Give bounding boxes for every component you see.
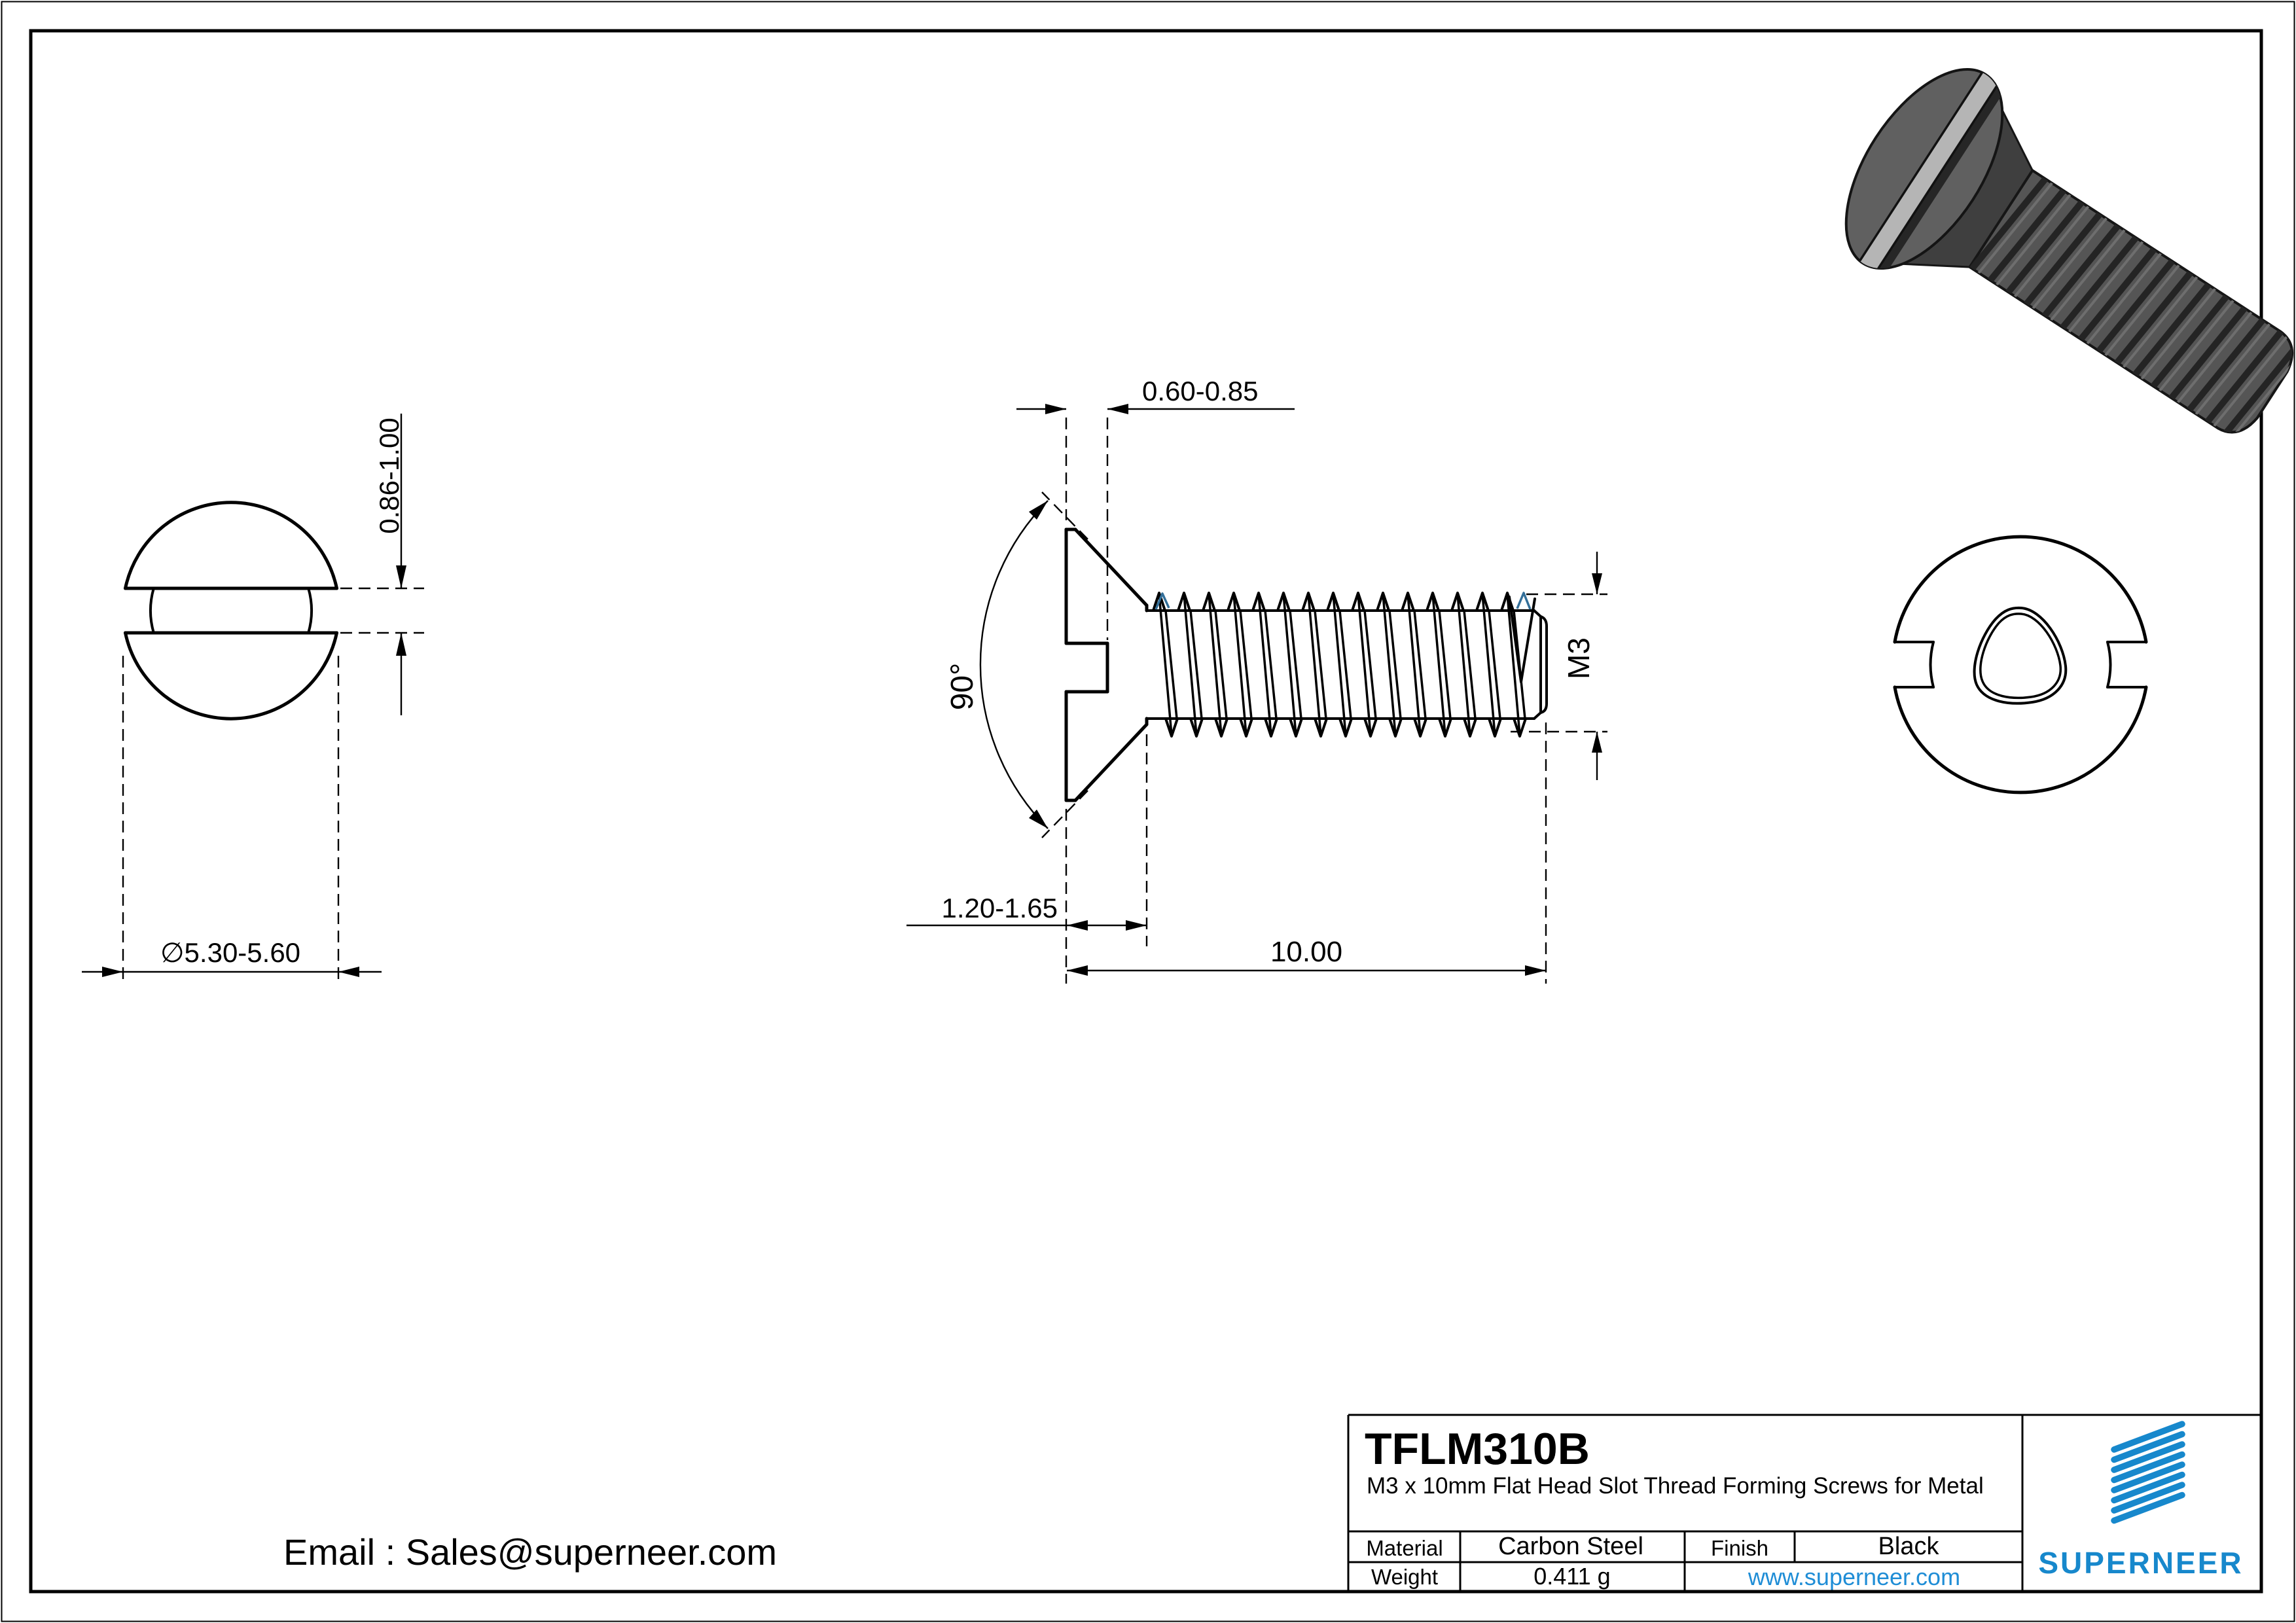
arrowhead <box>1525 965 1546 976</box>
screw-slot-3d <box>1856 67 2009 281</box>
material-value: Carbon Steel <box>1498 1533 1643 1560</box>
website-link[interactable]: www.superneer.com <box>1748 1563 1960 1590</box>
arrowhead <box>338 967 359 977</box>
arrowhead <box>1045 404 1066 414</box>
arrowhead <box>396 633 406 656</box>
dim-slot-width: 0.86-1.00 <box>374 418 404 533</box>
weight-value: 0.411 g <box>1534 1563 1610 1590</box>
arrowhead <box>1592 732 1602 753</box>
part-description: M3 x 10mm Flat Head Slot Thread Forming … <box>1367 1473 1984 1499</box>
sheet-inner-border <box>29 29 2263 1594</box>
screw-threads-3d <box>1969 175 2296 441</box>
end-view-slot-notches <box>1893 641 2147 688</box>
dim-head-height: 1.20-1.65 <box>942 893 1058 923</box>
dim-arc-angle <box>979 500 1049 829</box>
side-view-head-outline <box>1064 527 1149 802</box>
arrowhead <box>1592 573 1602 594</box>
product-photo-3d <box>1844 67 2296 441</box>
arrowhead <box>1029 810 1048 829</box>
title-block: TFLM310B M3 x 10mm Flat Head Slot Thread… <box>1347 1414 2261 1592</box>
arrowhead <box>396 565 406 588</box>
front-view-lower-dome <box>124 631 338 721</box>
weight-label: Weight <box>1371 1565 1438 1589</box>
title-block-grid <box>1347 1414 2261 1592</box>
ext-line-flank-lower <box>1041 790 1088 838</box>
end-view-trilobe-outer <box>1973 606 2068 705</box>
brand-name: SUPERNEER <box>2038 1546 2243 1580</box>
end-view-lower-dome <box>1893 685 2148 794</box>
dim-head-diameter: ∅5.30-5.60 <box>160 937 300 968</box>
thread-start-marks <box>1155 592 1532 610</box>
arrowhead <box>1029 501 1048 520</box>
end-view <box>1893 535 2148 794</box>
arrowhead <box>102 967 123 977</box>
part-number: TFLM310B <box>1365 1424 1590 1474</box>
brand-logo-icon <box>2111 1421 2185 1524</box>
end-view-upper-dome <box>1893 535 2148 644</box>
arrowhead <box>1107 404 1128 414</box>
finish-label: Finish <box>1711 1536 1768 1560</box>
end-view-trilobe-inner <box>1979 613 2062 700</box>
dim-slot-depth: 0.60-0.85 <box>1142 376 1258 406</box>
dim-thread-size: M3 <box>1562 637 1596 679</box>
material-label: Material <box>1366 1536 1443 1560</box>
side-view-threads <box>1152 592 1527 738</box>
front-view-inner-arc-left <box>149 587 155 634</box>
arrowhead <box>1067 920 1088 931</box>
side-view-shank <box>1145 596 1548 720</box>
front-view: 0.86-1.00 ∅5.30-5.60 <box>82 414 424 984</box>
front-view-inner-arc-right <box>307 587 313 634</box>
arrowhead <box>1067 965 1088 976</box>
finish-value: Black <box>1878 1533 1940 1560</box>
front-view-upper-dome <box>124 501 338 590</box>
arrowhead <box>1126 920 1147 931</box>
ext-line-flank-upper <box>1041 491 1088 540</box>
dim-countersink-angle: 90° <box>945 663 980 711</box>
side-view: 0.60-0.85 90° 1.20-1.65 10.00 M3 <box>906 376 1607 984</box>
contact-email: Email : Sales@superneer.com <box>283 1531 777 1573</box>
dim-overall-length: 10.00 <box>1270 936 1342 968</box>
